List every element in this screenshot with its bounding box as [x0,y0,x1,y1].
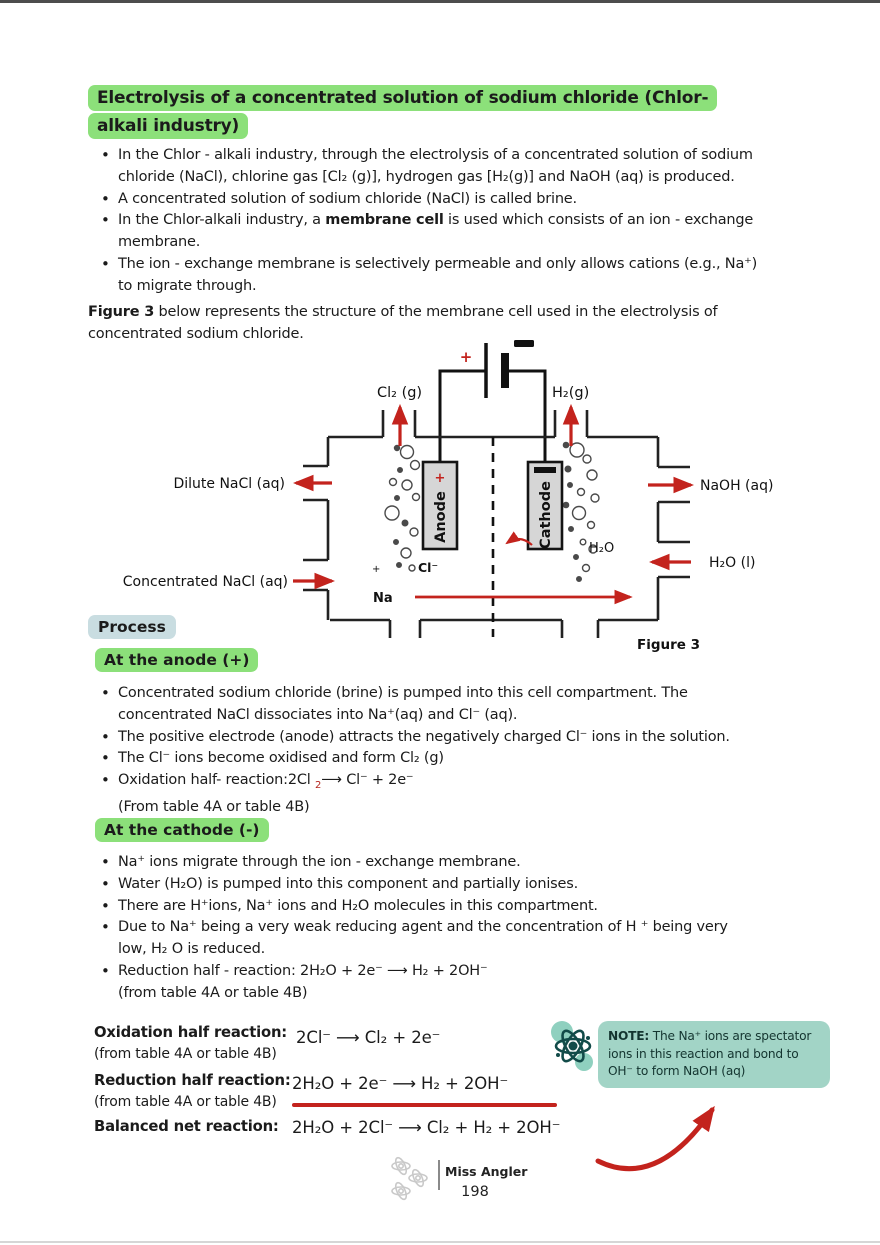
page-title: Electrolysis of a concentrated solution … [88,85,788,141]
cl2-gas-label: Cl₂ (g) [377,385,422,401]
dilute-nacl-label: Dilute NaCl (aq) [173,476,285,492]
reduction-label: Reduction half reaction: [94,1072,291,1089]
cathode-electrode [526,460,564,551]
page-bottom-edge [0,1241,880,1243]
cathode-label: Cathode [538,481,554,549]
reduction-sub: (from table 4A or table 4B) [94,1094,277,1110]
anode-label: Anode [433,491,449,543]
anode-electrode [421,460,459,551]
cathode-table-note: (from table 4A or table 4B) [118,984,308,1001]
atom-icon [551,1021,593,1071]
anode-bullet-list: Concentrated sodium chloride (brine) is … [96,683,756,819]
figure-caption: Figure 3 below represents the structure … [88,304,718,342]
anode-plus-sign: + [435,471,446,486]
page-number: 198 [461,1184,489,1200]
battery-negative-terminal [501,353,509,388]
anode-bullet-2: The positive electrode (anode) attracts … [96,727,756,749]
naoh-label: NaOH (aq) [700,478,773,494]
cathode-pointer-arrow [505,531,533,546]
cathode-bullet-3: There are H⁺ions, Na⁺ ions and H₂O molec… [96,896,756,918]
note-box: NOTE: The Na⁺ ions are spectator ions in… [598,1021,830,1088]
note-label: NOTE: [608,1029,650,1043]
membrane-cell-diagram: + + Anode [123,340,773,653]
note-pointer-arrow [595,1105,715,1172]
small-plus-label: + [372,564,380,575]
anode-table-note: (From table 4A or table 4B) [118,798,310,815]
intro-bullet-list: In the Chlor - alkali industry, through … [96,145,772,298]
anode-bullet-1: Concentrated sodium chloride (brine) is … [96,683,756,727]
cathode-minus-sign [534,467,556,473]
oxidation-equation: 2Cl⁻ ⟶ Cl₂ + 2e⁻ [296,1028,441,1047]
battery-plus-icon: + [460,348,473,366]
figure-number-label: Figure 3 [637,637,700,653]
intro-bullet-4: The ion - exchange membrane is selective… [96,254,772,298]
oxidation-sub: (from table 4A or table 4B) [94,1046,277,1062]
oxidation-label: Oxidation half reaction: [94,1024,287,1041]
reduction-equation: 2H₂O + 2e⁻ ⟶ H₂ + 2OH⁻ [292,1074,509,1093]
circuit-wires [438,369,547,462]
brand-logo-icon [391,1156,428,1201]
intro-bullet-1: In the Chlor - alkali industry, through … [96,145,772,189]
cathode-bullet-5: Reduction half - reaction: 2H₂O + 2e⁻ ⟶ … [96,961,756,983]
bubbles-anode [384,444,421,572]
concentrated-nacl-label: Concentrated NaCl (aq) [123,574,288,590]
water-liquid-label: H₂O (l) [709,555,755,571]
battery-minus-icon [514,340,534,347]
anode-heading: At the anode (+) [95,648,259,672]
title-line-1: Electrolysis of a concentrated solution … [88,85,718,111]
cathode-bullet-1: Na⁺ ions migrate through the ion - excha… [96,852,756,874]
bubbles-cathode [562,441,600,582]
cathode-bullet-2: Water (H₂O) is pumped into this componen… [96,874,756,896]
title-line-2: alkali industry) [88,113,249,139]
balanced-equation: 2H₂O + 2Cl⁻ ⟶ Cl₂ + H₂ + 2OH⁻ [292,1118,561,1137]
cathode-heading: At the cathode (-) [95,818,269,842]
footer-divider [438,1160,440,1190]
cell-walls [303,410,690,638]
cathode-bullet-list: Na⁺ ions migrate through the ion - excha… [96,852,756,1005]
anode-bullet-3: The Cl⁻ ions become oxidised and form Cl… [96,748,756,770]
balanced-label: Balanced net reaction: [94,1118,279,1135]
chloride-ion-label: Cl⁻ [418,560,438,575]
brand-name: Miss Angler [445,1164,528,1179]
anode-bullet-4: Oxidation half- reaction:2Cl 2⟶ Cl⁻ + 2e… [96,770,756,797]
intro-bullet-2: A concentrated solution of sodium chlori… [96,189,772,211]
water-in-cell-label: H₂O [589,541,614,556]
page-top-edge [0,0,880,3]
red-subscript: 2 [315,780,322,792]
sodium-ion-label: Na [373,591,393,606]
process-heading: Process [88,615,176,639]
page-footer: Miss Angler 198 [388,1154,548,1210]
h2-gas-label: H₂(g) [552,385,589,401]
cathode-bullet-4: Due to Na⁺ being a very weak reducing ag… [96,917,756,961]
intro-bullet-3: In the Chlor-alkali industry, a membrane… [96,210,772,254]
red-divider-line [292,1103,557,1107]
note-text: The Na⁺ ions are spectator ions in this … [608,1029,812,1078]
